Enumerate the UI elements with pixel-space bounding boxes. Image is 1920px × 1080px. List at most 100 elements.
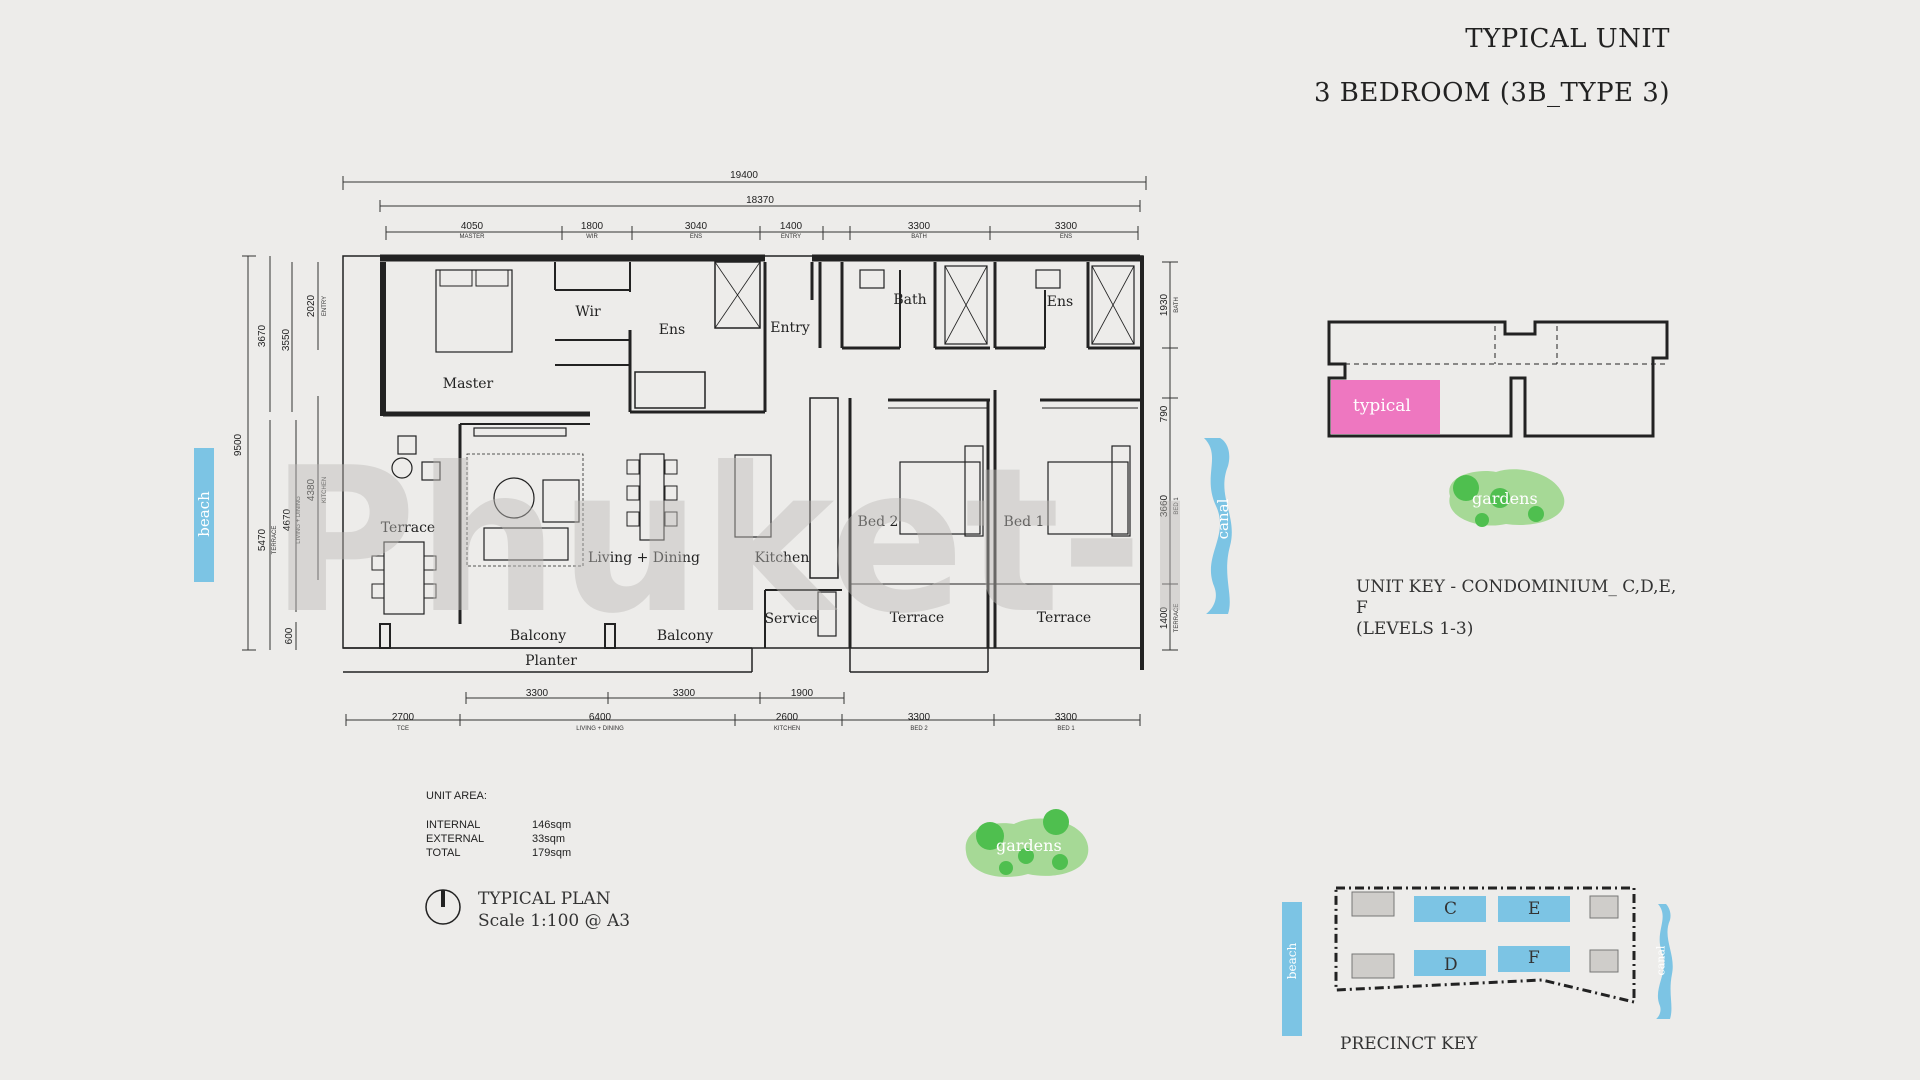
canal-marker [1204, 438, 1232, 614]
dim-bottom-sub: KITCHEN [774, 726, 800, 732]
precinct-beach-label: beach [1285, 942, 1299, 980]
area-external-label: EXTERNAL [426, 833, 485, 845]
dim-right-c-sub: BED 1 [1174, 497, 1180, 515]
dim-bottom-seg: 6400 [589, 712, 612, 723]
dim-right-c: 3660 [1159, 494, 1170, 517]
dim-left-d-sub: TERRACE [272, 526, 278, 555]
north-arrow-icon [425, 889, 461, 925]
canal-label: canal [1214, 498, 1232, 540]
precinct-block-f: F [1528, 948, 1540, 968]
room-ens-1: Ens [659, 322, 685, 338]
gardens-label: gardens [996, 836, 1062, 855]
floor-plan: 19400 18370 4050 MASTER 1800 WIR 3040 EN… [233, 170, 1180, 732]
room-master: Master [443, 376, 494, 392]
unit-key-text-2: F [1356, 598, 1368, 618]
dim-left-c-sub: ENTRY [322, 296, 328, 316]
room-terrace-right: Terrace [1037, 610, 1091, 626]
room-living-dining: Living + Dining [588, 550, 700, 566]
watermark: Phuket-net [270, 425, 1180, 658]
dim-top-sub: ENS [1060, 234, 1072, 240]
room-wir: Wir [575, 304, 601, 320]
dim-left-a: 3670 [257, 324, 268, 347]
dim-right-b: 790 [1159, 405, 1170, 422]
unit-key-text-1: UNIT KEY - CONDOMINIUM_ C,D,E, [1356, 577, 1677, 597]
room-ens-2: Ens [1047, 294, 1073, 310]
dim-top-sub: ENTRY [781, 234, 801, 240]
room-balcony-2: Balcony [657, 628, 713, 644]
plan-scale: Scale 1:100 @ A3 [478, 911, 631, 931]
dim-bottom-upper: 3300 [673, 688, 696, 699]
dim-bottom-upper: 3300 [526, 688, 549, 699]
beach-marker [194, 448, 214, 582]
room-planter: Planter [525, 653, 577, 669]
precinct-beach-marker [1282, 902, 1302, 1036]
dim-top-seg: 1400 [780, 221, 803, 232]
block-f [1498, 946, 1570, 972]
room-bed-2: Bed 2 [858, 514, 899, 530]
area-internal-label: INTERNAL [426, 819, 481, 831]
typical-label: typical [1353, 396, 1411, 416]
gardens-key-graphic [1449, 469, 1565, 527]
precinct-canal-label: canal [1654, 945, 1668, 976]
room-balcony-1: Balcony [510, 628, 566, 644]
unit-key-text-3: (LEVELS 1-3) [1356, 619, 1474, 639]
block-e [1498, 896, 1570, 922]
dim-top-seg: 3300 [908, 221, 931, 232]
dim-left-f-sub: KITCHEN [322, 477, 328, 503]
dim-bottom-sub: LIVING + DINING [576, 726, 624, 732]
dim-top-inner: 18370 [746, 195, 774, 206]
dim-left-f: 4380 [306, 478, 317, 501]
dim-right-a-sub: BATH [1174, 297, 1180, 313]
area-total-label: TOTAL [426, 847, 461, 859]
precinct-canal-marker [1656, 904, 1673, 1019]
dim-bottom-seg: 3300 [908, 712, 931, 723]
dim-bottom-seg: 2700 [392, 712, 415, 723]
dim-left-b: 3550 [281, 328, 292, 351]
dim-bottom-upper: 1900 [791, 688, 814, 699]
precinct-block-e: E [1528, 899, 1541, 919]
room-terrace-left: Terrace [381, 520, 435, 536]
dim-right-d-sub: TERRACE [1174, 604, 1180, 633]
dim-left-d: 5470 [257, 528, 268, 551]
dim-left-overall: 9500 [233, 433, 244, 456]
dim-top-sub: WIR [586, 234, 598, 240]
unit-area-heading: UNIT AREA: [426, 790, 487, 802]
room-service: Service [764, 611, 817, 627]
precinct-key-diagram [1334, 886, 1636, 1004]
title-unit-type: 3 BEDROOM (3B_TYPE 3) [1313, 78, 1670, 108]
gardens-graphic [965, 809, 1089, 878]
dim-top-seg: 4050 [461, 221, 484, 232]
beach-label: beach [195, 491, 213, 537]
area-internal-value: 146sqm [532, 819, 572, 831]
title-typical-unit: TYPICAL UNIT [1465, 24, 1670, 54]
block-c [1414, 896, 1486, 922]
gardens-key-label: gardens [1472, 489, 1538, 508]
plan-title: TYPICAL PLAN [478, 889, 611, 909]
dim-right-a: 1930 [1159, 293, 1170, 316]
room-kitchen: Kitchen [755, 550, 810, 566]
dim-bottom-seg: 3300 [1055, 712, 1078, 723]
dim-top-seg: 3300 [1055, 221, 1078, 232]
dim-left-g: 600 [284, 627, 295, 644]
room-entry: Entry [770, 320, 810, 336]
dim-top-sub: MASTER [459, 234, 485, 240]
dim-top-sub: ENS [690, 234, 702, 240]
dim-right-d: 1400 [1159, 606, 1170, 629]
dim-top-sub: BATH [911, 234, 927, 240]
dim-bottom-sub: BED 2 [910, 726, 928, 732]
unit-key-diagram [1327, 320, 1669, 438]
dim-bottom-sub: TCE [397, 726, 409, 732]
precinct-block-d: D [1444, 955, 1458, 975]
dim-top-overall: 19400 [730, 170, 758, 181]
block-d [1414, 950, 1486, 976]
dim-bottom-seg: 2600 [776, 712, 799, 723]
precinct-block-c: C [1444, 899, 1458, 919]
dim-top-seg: 1800 [581, 221, 604, 232]
room-bed-1: Bed 1 [1004, 514, 1045, 530]
room-terrace-mid: Terrace [890, 610, 944, 626]
room-bath: Bath [893, 292, 926, 308]
dim-left-e-sub: LIVING + DINING [296, 496, 302, 544]
dim-top-seg: 3040 [685, 221, 708, 232]
area-total-value: 179sqm [532, 847, 572, 859]
precinct-key-title: PRECINCT KEY [1340, 1034, 1478, 1054]
